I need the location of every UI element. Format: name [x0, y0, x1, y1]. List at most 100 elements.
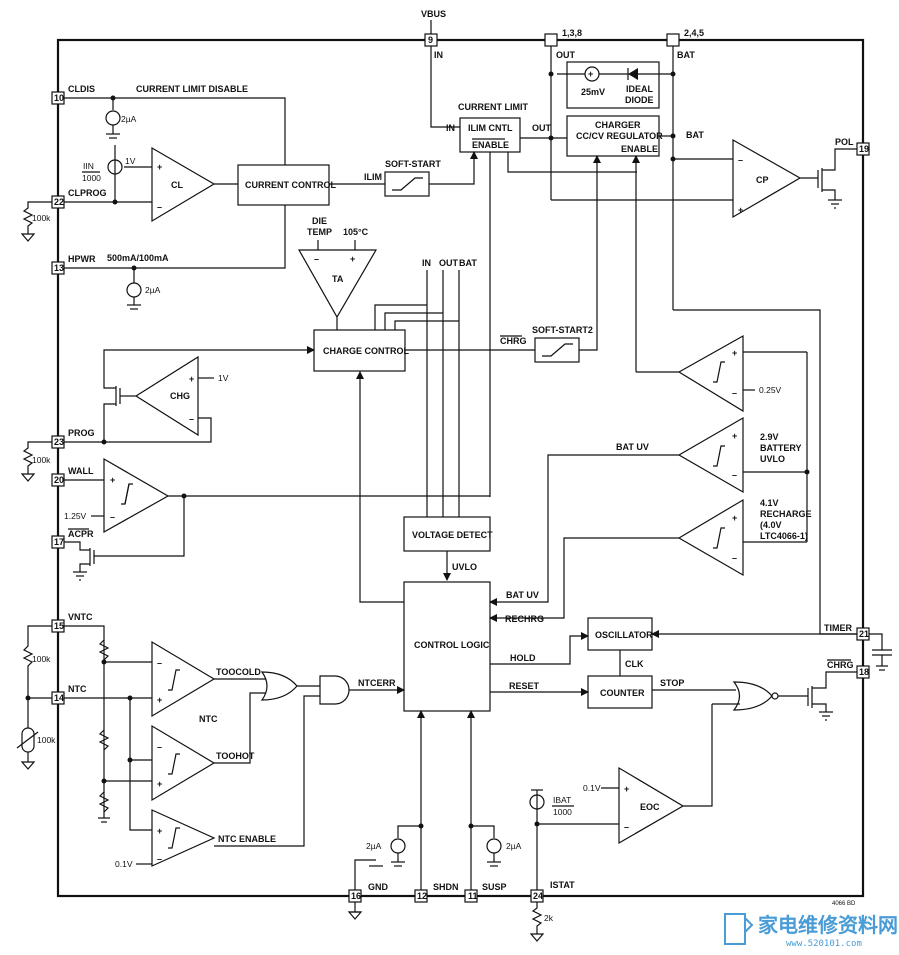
svg-text:2.9V: 2.9V [760, 432, 779, 442]
svg-text:www.520101.com: www.520101.com [786, 939, 862, 949]
svg-text:TOOCOLD: TOOCOLD [216, 667, 261, 677]
svg-text:CURRENT CONTROL: CURRENT CONTROL [245, 180, 336, 190]
svg-text:–: – [157, 202, 162, 212]
svg-text:VOLTAGE DETECT: VOLTAGE DETECT [412, 530, 493, 540]
svg-text:1000: 1000 [553, 807, 572, 817]
svg-text:TA: TA [332, 274, 344, 284]
svg-text:ENABLE: ENABLE [621, 144, 658, 154]
svg-text:CURRENT LIMIT DISABLE: CURRENT LIMIT DISABLE [136, 84, 248, 94]
svg-text:BAT: BAT [677, 50, 695, 60]
hpwr-path: 500mA/100mA 2µA [64, 205, 286, 310]
watermark: 家电维修资料网 www.520101.com [724, 913, 898, 949]
comp-toohot: – + TOOHOT [151, 692, 266, 802]
svg-text:2,4,5: 2,4,5 [684, 28, 704, 38]
svg-text:NTC ENABLE: NTC ENABLE [218, 834, 276, 844]
charge-control-block: CHARGE CONTROL CHRG [313, 304, 535, 372]
svg-text:–: – [157, 742, 162, 752]
svg-text:1.25V: 1.25V [64, 511, 87, 521]
svg-text:100k: 100k [32, 654, 51, 664]
pin-24: 24 ISTAT [530, 880, 575, 903]
svg-text:+: + [157, 779, 162, 789]
svg-text:ENABLE: ENABLE [472, 140, 509, 150]
svg-text:2k: 2k [544, 913, 554, 923]
svg-text:100k: 100k [37, 735, 56, 745]
cl-amplifier: + – CL IIN 1000 1V [64, 145, 238, 223]
svg-text:CLK: CLK [625, 659, 644, 669]
svg-text:DIODE: DIODE [625, 95, 654, 105]
svg-text:+: + [157, 162, 162, 172]
figure-code: 4066 BD [832, 901, 856, 907]
svg-text:1V: 1V [125, 156, 136, 166]
acpr-mosfet [64, 541, 95, 581]
ntc-section: 100k 100k [16, 625, 152, 831]
comp-recharge: + – 4.1V RECHARGE (4.0V LTC4066-1) RECHR… [489, 498, 812, 624]
timer-capacitor [869, 633, 892, 671]
svg-text:1,3,8: 1,3,8 [562, 28, 582, 38]
current-control-block: CURRENT CONTROL ILIM [237, 164, 385, 206]
svg-text:BAT UV: BAT UV [506, 590, 539, 600]
svg-text:CURRENT LIMIT: CURRENT LIMIT [458, 102, 528, 112]
or-and-gates: NTCERR [260, 671, 405, 705]
comp-ntc-enable: + – 0.1V NTC ENABLE [115, 695, 320, 869]
svg-text:20: 20 [54, 475, 64, 485]
svg-text:VBUS: VBUS [421, 9, 446, 19]
svg-text:–: – [314, 254, 319, 264]
svg-text:GND: GND [368, 882, 389, 892]
charger-block: CHARGER CC/CV REGULATOR ENABLE BAT [566, 115, 704, 157]
svg-text:OUT: OUT [532, 123, 552, 133]
svg-text:IN: IN [422, 258, 431, 268]
svg-text:UVLO: UVLO [760, 454, 785, 464]
svg-text:CHG: CHG [170, 391, 190, 401]
svg-text:+: + [189, 374, 194, 384]
eoc-amplifier: + – EOC 0.1V IBAT 1000 [529, 704, 713, 890]
svg-text:14: 14 [54, 693, 64, 703]
svg-text:ILIM CNTL: ILIM CNTL [468, 123, 513, 133]
svg-text:VNTC: VNTC [68, 612, 93, 622]
cp-comparator: – + CP [732, 138, 857, 219]
wall-comparator: + – 1.25V [64, 457, 490, 557]
svg-text:IIN: IIN [83, 161, 94, 171]
svg-text:POL: POL [835, 137, 854, 147]
svg-text:22: 22 [54, 197, 64, 207]
counter-block: COUNTER RESET STOP [490, 675, 736, 709]
svg-text:–: – [624, 822, 629, 832]
svg-text:+: + [157, 695, 162, 705]
clprog-resistor: 100k [20, 201, 52, 242]
control-logic-block: CONTROL LOGIC [356, 371, 491, 712]
svg-text:CC/CV REGULATOR: CC/CV REGULATOR [576, 131, 663, 141]
svg-text:500mA/100mA: 500mA/100mA [107, 253, 169, 263]
svg-text:105°C: 105°C [343, 227, 369, 237]
svg-text:18: 18 [859, 667, 869, 677]
svg-text:+: + [350, 254, 355, 264]
svg-text:BAT: BAT [686, 130, 704, 140]
svg-text:IN: IN [434, 50, 443, 60]
svg-text:CHRG: CHRG [827, 660, 854, 670]
svg-text:9: 9 [428, 35, 433, 45]
svg-text:IN: IN [446, 123, 455, 133]
pin-18: 18 CHRG [827, 659, 870, 679]
svg-text:ISTAT: ISTAT [550, 880, 575, 890]
svg-text:CONTROL LOGIC: CONTROL LOGIC [414, 640, 490, 650]
svg-text:–: – [732, 388, 737, 398]
svg-text:16: 16 [351, 891, 361, 901]
oscillator-block: OSCILLATOR HOLD CLK [490, 617, 857, 676]
svg-text:4.1V: 4.1V [760, 498, 779, 508]
prog-resistor: 100k [20, 441, 52, 482]
svg-text:BAT UV: BAT UV [616, 442, 649, 452]
gnd-path [347, 859, 383, 920]
pin-19: 19 POL [835, 137, 870, 156]
svg-text:13: 13 [54, 263, 64, 273]
svg-text:EOC: EOC [640, 802, 660, 812]
shdn-path: 2µA [366, 710, 425, 890]
svg-text:CP: CP [756, 175, 769, 185]
svg-text:RECHARGE: RECHARGE [760, 509, 812, 519]
cldis-path: CURRENT LIMIT DISABLE 2µA [64, 84, 286, 165]
ntc-label: NTC [199, 714, 218, 724]
svg-text:+: + [732, 348, 737, 358]
soft-start-2: SOFT-START2 [532, 155, 601, 363]
ideal-diode: + 25mV IDEAL DIODE [557, 61, 674, 109]
svg-text:100k: 100k [32, 455, 51, 465]
svg-text:15: 15 [54, 621, 64, 631]
svg-text:1V: 1V [218, 373, 229, 383]
svg-text:–: – [732, 553, 737, 563]
